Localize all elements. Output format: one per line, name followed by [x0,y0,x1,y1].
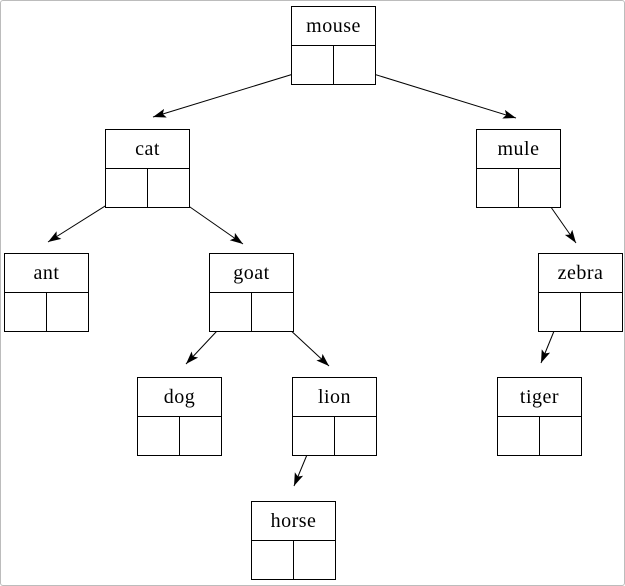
tree-node-mule: mule [476,129,561,208]
edge-mouse-left-cat [152,67,314,118]
pointer-cells [252,541,335,579]
tree-node-tiger: tiger [497,377,582,456]
left-pointer-cell [138,417,180,455]
left-pointer-cell [210,293,252,331]
left-pointer-cell [498,417,540,455]
right-pointer-cell [519,169,560,207]
node-label: lion [293,378,376,417]
pointer-cells [5,293,88,331]
node-label: mule [477,130,560,169]
tree-node-mouse: mouse [291,6,376,85]
right-pointer-cell [47,293,88,331]
right-pointer-cell [148,169,189,207]
right-pointer-cell [334,46,375,84]
pointer-cells [539,293,622,331]
edge-mouse-right-mule [353,67,517,119]
node-label: cat [106,130,189,169]
right-pointer-cell [581,293,622,331]
tree-node-zebra: zebra [538,253,623,332]
node-label: horse [252,502,335,541]
pointer-cells [138,417,221,455]
tree-node-ant: ant [4,253,89,332]
right-pointer-cell [335,417,376,455]
left-pointer-cell [106,169,148,207]
node-label: mouse [292,7,375,46]
left-pointer-cell [539,293,581,331]
right-pointer-cell [252,293,293,331]
left-pointer-cell [477,169,519,207]
node-label: dog [138,378,221,417]
tree-node-cat: cat [105,129,190,208]
tree-node-goat: goat [209,253,294,332]
tree-node-dog: dog [137,377,222,456]
left-pointer-cell [292,46,334,84]
left-pointer-cell [252,541,294,579]
left-pointer-cell [5,293,47,331]
pointer-cells [477,169,560,207]
pointer-cells [210,293,293,331]
node-label: zebra [539,254,622,293]
right-pointer-cell [540,417,581,455]
node-label: tiger [498,378,581,417]
node-label: ant [5,254,88,293]
left-pointer-cell [293,417,335,455]
right-pointer-cell [180,417,221,455]
pointer-cells [498,417,581,455]
tree-node-lion: lion [292,377,377,456]
pointer-cells [106,169,189,207]
node-label: goat [210,254,293,293]
tree-node-horse: horse [251,501,336,580]
pointer-cells [292,46,375,84]
pointer-cells [293,417,376,455]
right-pointer-cell [294,541,335,579]
